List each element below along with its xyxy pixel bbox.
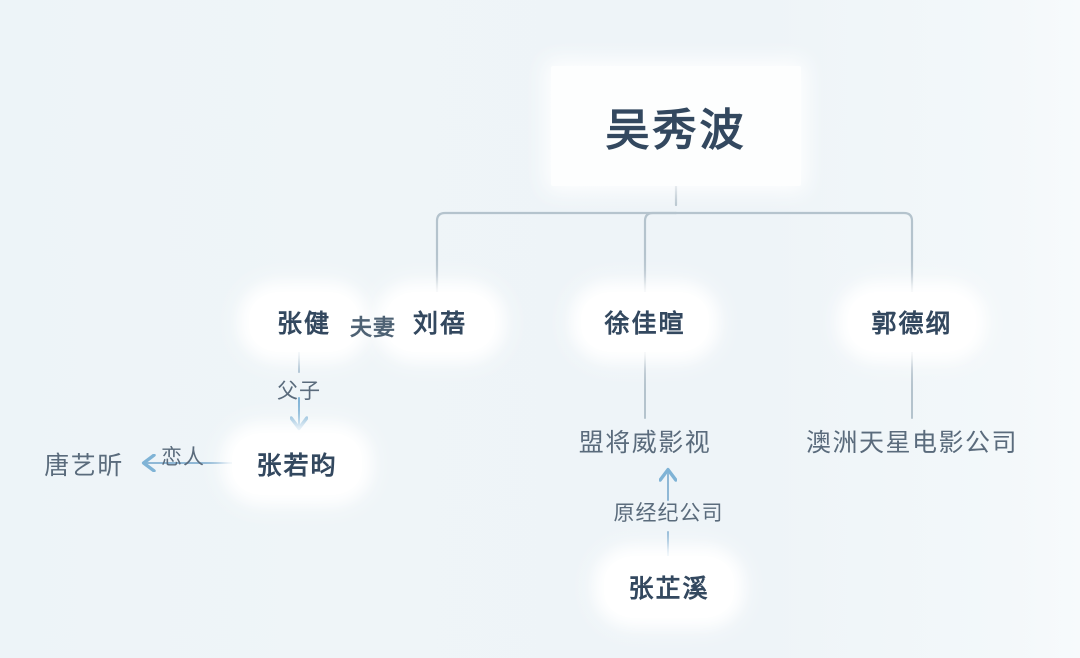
node-zhang-jian[interactable]: 张健	[249, 292, 359, 352]
edge-label-couple: 夫妻	[349, 315, 396, 340]
edge-label-lovers: 恋人	[161, 446, 205, 469]
node-liu-bei[interactable]: 刘蓓	[385, 292, 495, 352]
node-aozhou-tianxing[interactable]: 澳洲天星电影公司	[805, 429, 1018, 457]
edge-root-bus	[435, 184, 914, 294]
node-wu-xiubo[interactable]: 吴秀波	[551, 66, 801, 186]
node-xu-jiaxuan[interactable]: 徐佳暄	[581, 292, 709, 352]
node-zhang-ruoyun[interactable]: 张若昀	[232, 433, 362, 495]
node-guo-degang[interactable]: 郭德纲	[848, 292, 976, 352]
node-mengjiangwei[interactable]: 盟将威影视	[578, 429, 712, 457]
node-zhang-zhixi[interactable]: 张芷溪	[604, 556, 734, 618]
node-tang-yixin[interactable]: 唐艺昕	[44, 452, 124, 480]
edge-label-former-agency: 原经纪公司	[613, 502, 724, 525]
edge-label-father-son: 父子	[277, 380, 321, 403]
